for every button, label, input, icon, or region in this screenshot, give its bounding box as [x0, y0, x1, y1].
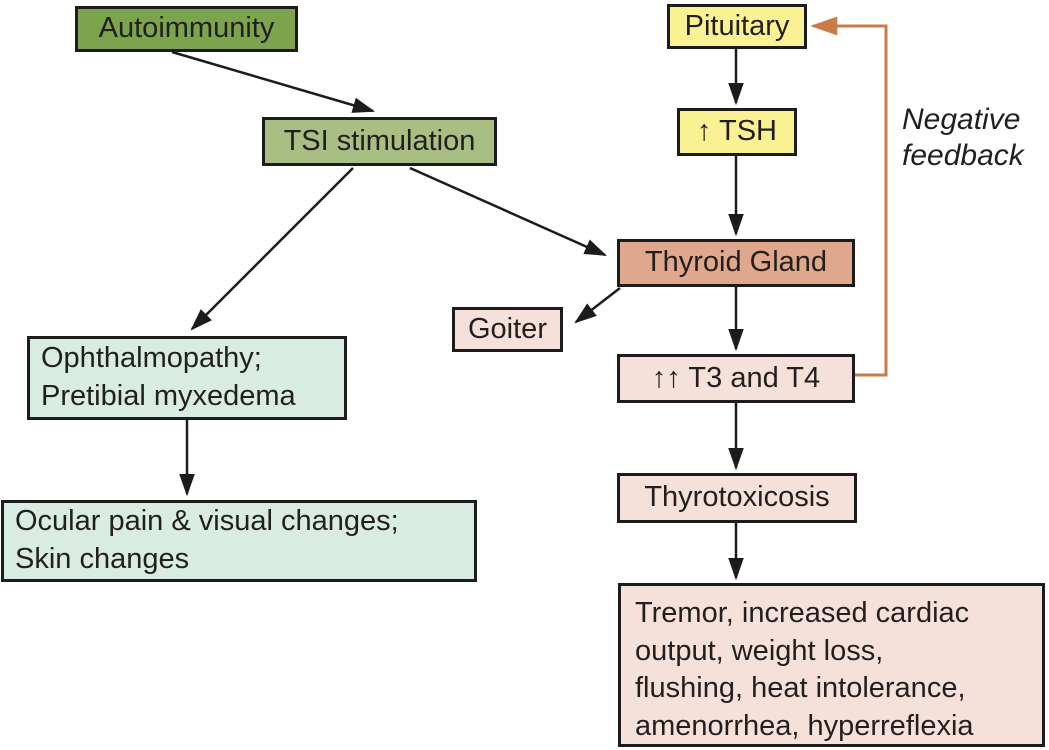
node-goiter: Goiter	[452, 307, 563, 352]
node-thyrotoxicosis-label: Thyrotoxicosis	[644, 481, 830, 514]
node-symptoms: Tremor, increased cardiac output, weight…	[618, 583, 1045, 747]
node-symptoms-label: Tremor, increased cardiac output, weight…	[635, 597, 974, 743]
node-ophthalmopathy-myxedema: Ophthalmopathy; Pretibial myxedema	[27, 336, 347, 420]
node-goiter-label: Goiter	[468, 312, 547, 345]
node-autoimmunity: Autoimmunity	[75, 6, 298, 52]
negative-feedback-label: Negative feedback	[902, 103, 1024, 172]
node-pituitary: Pituitary	[667, 4, 807, 49]
node-pituitary-label: Pituitary	[684, 9, 790, 42]
node-increased-tsh: ↑ TSH	[677, 108, 797, 156]
node-thyrotoxicosis: Thyrotoxicosis	[617, 473, 857, 523]
node-ocular-pain-skin-changes: Ocular pain & visual changes; Skin chang…	[1, 500, 477, 582]
arrow-tsi-to-ophthalmopathy	[190, 167, 354, 331]
node-increased-t3-t4-label: ↑↑ T3 and T4	[651, 361, 821, 394]
arrow-thyroid-gland-to-goiter	[574, 287, 621, 324]
negative-feedback-arrow	[810, 16, 888, 377]
arrow-tsi-to-thyroid-gland	[409, 166, 608, 257]
node-ocular-pain-skin-changes-label: Ocular pain & visual changes; Skin chang…	[15, 505, 399, 575]
node-thyroid-gland-label: Thyroid Gland	[644, 246, 828, 279]
arrow-autoimmunity-to-tsi	[171, 50, 376, 113]
node-tsi-stimulation: TSI stimulation	[262, 117, 497, 166]
node-ophthalmopathy-myxedema-label: Ophthalmopathy; Pretibial myxedema	[41, 342, 296, 412]
node-tsi-stimulation-label: TSI stimulation	[283, 124, 476, 157]
node-autoimmunity-label: Autoimmunity	[98, 12, 275, 45]
node-thyroid-gland: Thyroid Gland	[617, 239, 855, 287]
node-increased-t3-t4: ↑↑ T3 and T4	[617, 354, 855, 403]
node-increased-tsh-label: ↑ TSH	[696, 115, 778, 148]
